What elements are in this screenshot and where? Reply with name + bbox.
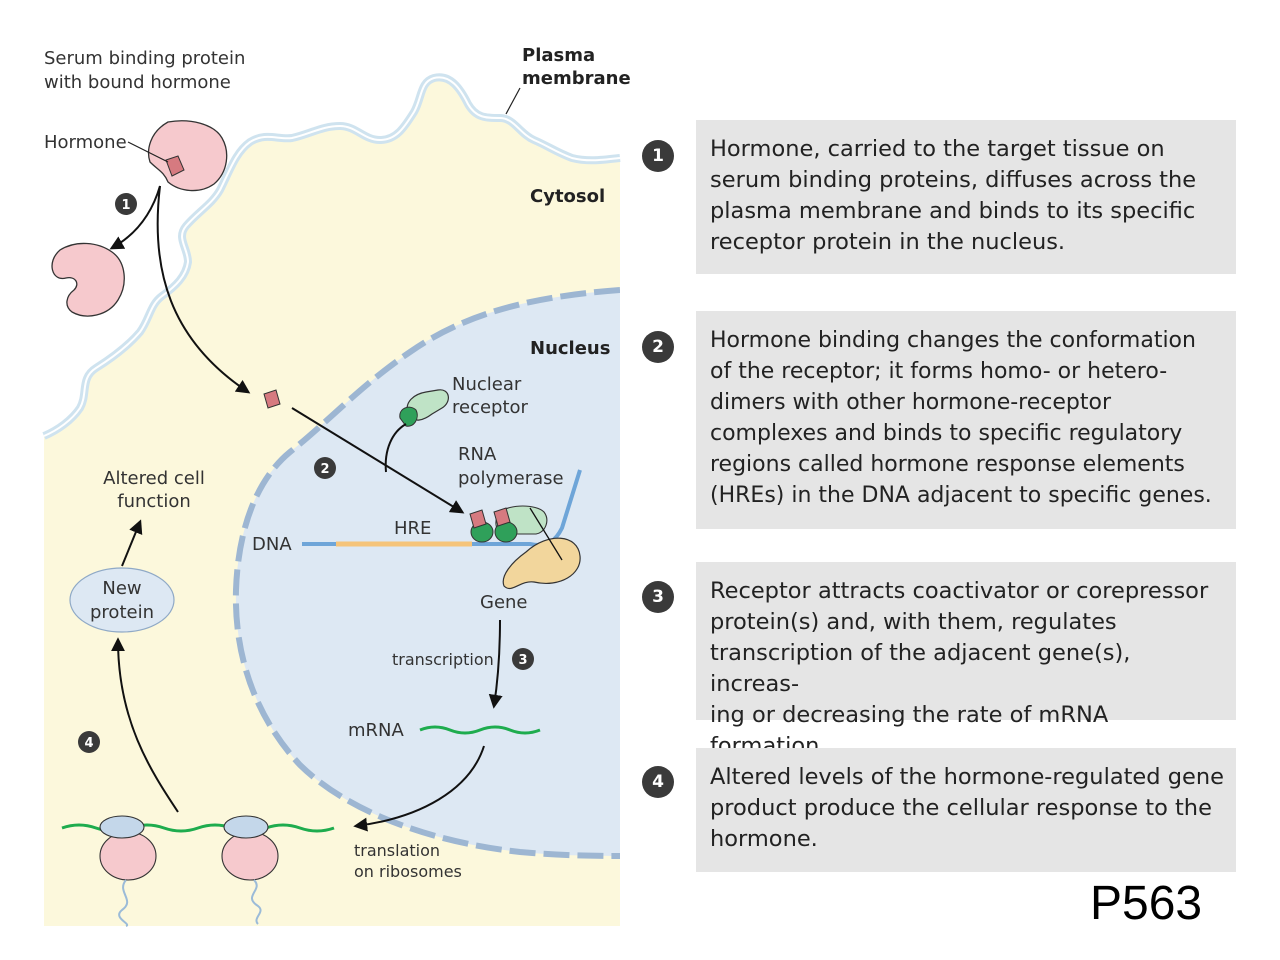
hormone-pathway-diagram: Serum binding protein with bound hormone… [42, 45, 631, 927]
label-serum-1: Serum binding protein [44, 48, 245, 69]
arrow-new-protein [111, 637, 179, 813]
step-4-line-3: hormone. [710, 826, 818, 852]
step-2-text-box: Hormone binding changes the conformation… [696, 311, 1236, 529]
step-3-number: 3 [642, 581, 674, 613]
step-1-line-4: receptor protein in the nucleus. [710, 229, 1066, 255]
label-cytosol: Cytosol [530, 186, 605, 207]
label-transcription: transcription [392, 650, 494, 669]
label-nucleus: Nucleus [530, 338, 610, 359]
step-3-line-1: Receptor attracts coactivator or corepre… [710, 578, 1209, 604]
label-hre: HRE [394, 518, 431, 539]
step-1-number: 1 [642, 140, 674, 172]
arrow-translation [353, 745, 485, 832]
mrna-strand-nucleus [419, 725, 541, 735]
label-translation-1: translation [354, 841, 440, 860]
hormone-pointer [127, 141, 169, 163]
label-gene: Gene [480, 592, 528, 613]
step-2-line-4: complexes and binds to specific regulato… [710, 421, 1183, 446]
serum-binding-protein [147, 120, 228, 192]
label-mrna: mRNA [348, 720, 405, 741]
membrane-pointer [505, 87, 521, 115]
label-new-2: protein [90, 602, 154, 623]
step-4-number: 4 [642, 766, 674, 798]
svg-text:1: 1 [121, 198, 130, 213]
step-4-text-box: Altered levels of the hormone-regulated … [696, 748, 1236, 872]
label-plasma-1: Plasma [522, 45, 595, 66]
label-dna: DNA [252, 534, 292, 555]
step-2-line-5: regions called hormone response elements [710, 452, 1185, 477]
label-plasma-2: membrane [522, 68, 631, 89]
label-altered-2: function [117, 491, 191, 512]
label-altered-1: Altered cell [103, 468, 205, 489]
arrow-transcription [488, 619, 503, 709]
arrow-altered-function [121, 519, 143, 567]
step-4-line-1: Altered levels of the hormone-regulated … [710, 764, 1224, 790]
new-protein-oval [69, 567, 175, 633]
diagram-marker-1: 1 [115, 193, 137, 215]
label-nuclear-1: Nuclear [452, 374, 522, 395]
step-2-line-3: dimers with other hormone-receptor [710, 390, 1112, 415]
step-1-line-1: Hormone, carried to the target tissue on [710, 136, 1165, 162]
step-2-line-1: Hormone binding changes the conformation [710, 328, 1196, 353]
step-1-line-3: plasma membrane and binds to its specifi… [710, 198, 1196, 224]
hormone-molecule-bound [165, 155, 185, 177]
step-2-line-6: (HREs) in the DNA adjacent to specific g… [710, 483, 1212, 508]
diagram-marker-2: 2 [314, 457, 336, 479]
arrow-to-hre [291, 407, 465, 514]
label-serum-2: with bound hormone [44, 72, 231, 93]
label-translation-2: on ribosomes [354, 862, 462, 881]
svg-text:2: 2 [320, 462, 329, 477]
rna-polymerase [502, 537, 581, 590]
arrow-release [109, 185, 161, 250]
label-rna-1: RNA [458, 444, 497, 465]
label-nuclear-2: receptor [452, 397, 529, 418]
empty-binding-protein [51, 242, 125, 317]
label-rna-2: polymerase [458, 468, 564, 489]
label-new-1: New [102, 578, 141, 599]
page-label: P563 [1090, 877, 1203, 930]
ribosome-2 [221, 815, 279, 925]
step-2-number: 2 [642, 331, 674, 363]
hormone-molecule-free [263, 389, 281, 409]
label-hormone: Hormone [44, 132, 127, 153]
arrow-receptor-join [384, 423, 407, 473]
svg-text:3: 3 [518, 653, 527, 668]
step-3-text-box: Receptor attracts coactivator or corepre… [696, 562, 1236, 759]
svg-text:4: 4 [84, 736, 93, 751]
step-2-line-2: of the receptor; it forms homo- or heter… [710, 359, 1168, 384]
step-1-text-box: Hormone, carried to the target tissue on… [696, 120, 1236, 274]
diagram-marker-4: 4 [78, 731, 100, 753]
step-3-line-3: transcription of the adjacent gene(s), i… [710, 640, 1131, 697]
arrow-diffuse [156, 185, 251, 394]
step-3-line-2: protein(s) and, with them, regulates [710, 609, 1117, 635]
diagram-marker-3: 3 [512, 648, 534, 670]
ribosome-1 [99, 815, 157, 927]
step-1-line-2: serum binding proteins, diffuses across … [710, 167, 1197, 193]
step-4-line-2: product produce the cellular response to… [710, 795, 1212, 821]
